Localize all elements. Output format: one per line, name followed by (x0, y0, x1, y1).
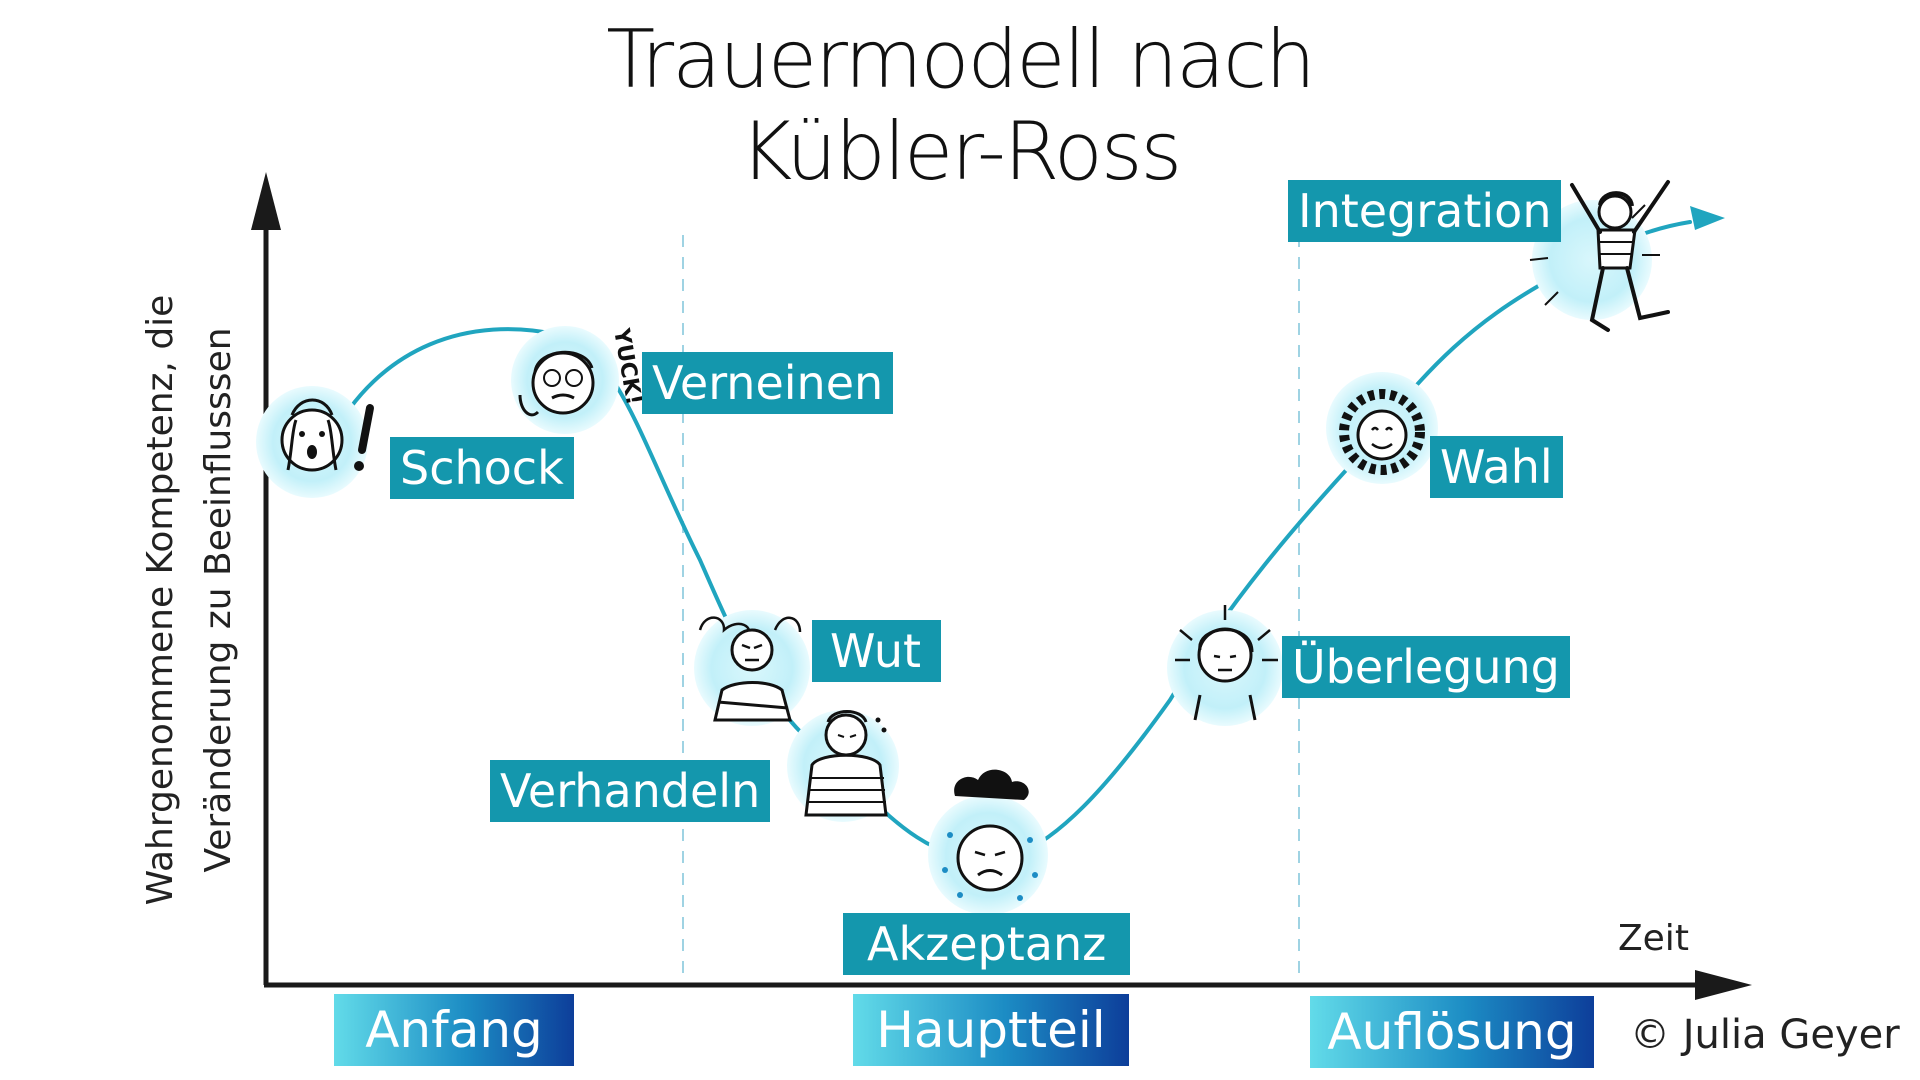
phase-label-aufloesung: Auflösung (1310, 996, 1594, 1068)
sad-raincloud-face-icon (928, 769, 1048, 915)
shocked-face-icon (256, 386, 374, 498)
stage-label-verhandeln: Verhandeln (490, 760, 771, 822)
disgusted-face-icon: YUCK! (511, 326, 646, 434)
phase-label-hauptteil: Hauptteil (853, 994, 1129, 1066)
x-axis-arrowhead (1695, 970, 1752, 1000)
stage-label-schock: Schock (390, 437, 574, 499)
stage-label-wahl: Wahl (1430, 436, 1563, 498)
stage-label-integration: Integration (1288, 180, 1562, 242)
x-axis-label: Zeit (1618, 918, 1689, 959)
phase-label-anfang: Anfang (334, 994, 574, 1066)
y-axis-label: Wahrgenommene Kompetenz, die Veränderung… (140, 294, 239, 906)
jumping-person-icon (1529, 180, 1670, 332)
smiling-curly-hair-face-icon (1326, 372, 1438, 484)
title-line-1: Trauermodell nach (606, 13, 1316, 106)
copyright-credit: © Julia Geyer (1630, 1012, 1900, 1058)
thinking-person-icon (1167, 605, 1283, 726)
stage-label-verneinen: Verneinen (642, 352, 894, 414)
stage-label-akzeptanz: Akzeptanz (843, 913, 1131, 975)
pleading-person-icon (787, 710, 899, 822)
stage-label-ueberlegung: Überlegung (1282, 636, 1570, 698)
diagram-title: Trauermodell nach Kübler-Ross (0, 14, 1920, 198)
stage-label-wut: Wut (812, 620, 942, 682)
title-line-2: Kübler-Ross (739, 105, 1182, 198)
angry-person-icon (694, 610, 810, 726)
curve-arrowhead (1690, 206, 1725, 230)
y-axis-arrowhead (251, 172, 281, 230)
